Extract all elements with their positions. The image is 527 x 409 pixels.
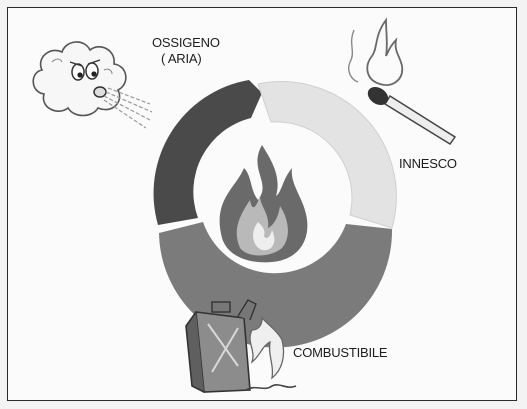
label-oxygen-air: ( ARIA) xyxy=(161,51,202,67)
fire-icon xyxy=(220,145,308,262)
blowing-cloud-icon xyxy=(33,42,152,128)
label-fuel: COMBUSTIBILE xyxy=(293,345,387,361)
label-oxygen: OSSIGENO xyxy=(152,35,220,51)
label-ignition: INNESCO xyxy=(399,156,457,172)
